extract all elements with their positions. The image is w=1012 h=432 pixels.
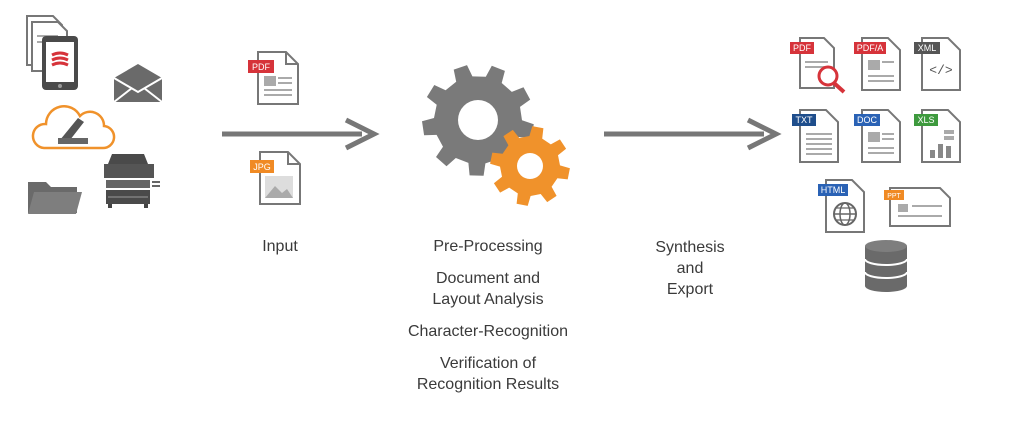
svg-text:PDF: PDF: [252, 62, 271, 72]
svg-text:XML: XML: [918, 43, 937, 53]
input-file-pdf: PDF: [248, 50, 304, 108]
output-file-html: HTML: [818, 178, 874, 234]
step-document-layout-1: Document and: [435, 270, 541, 287]
ppt-file-icon: PPT: [884, 187, 951, 227]
step-document-layout-2: Layout Analysis: [432, 291, 544, 308]
flow-arrow-export: [604, 116, 784, 152]
database-icon: [864, 240, 910, 292]
svg-text:PDF: PDF: [793, 43, 812, 53]
export-line-1: Synthesis: [655, 239, 725, 256]
step-verification-2: Recognition Results: [416, 376, 560, 393]
source-icons: [0, 0, 190, 230]
html-file-icon: HTML: [818, 179, 865, 233]
input-file-jpg: JPG: [250, 150, 306, 208]
svg-text:PDF/A: PDF/A: [857, 43, 884, 53]
export-line-2: and: [676, 260, 704, 277]
gear-small-icon: [490, 126, 570, 206]
step-character-recognition: Character-Recognition: [407, 323, 569, 340]
step-verification-1: Verification of: [439, 355, 537, 372]
magnifier-icon: [817, 65, 839, 87]
pdf-file-icon: PDF: [248, 51, 299, 105]
pdfa-file-icon: PDF/A: [854, 37, 901, 91]
xls-file-icon: XLS: [914, 109, 961, 163]
output-file-xml: </> XML: [914, 36, 970, 92]
step-pre-processing: Pre-Processing: [433, 238, 543, 255]
output-file-txt: TXT: [792, 108, 848, 164]
output-file-doc: DOC: [854, 108, 910, 164]
svg-text:PPT: PPT: [887, 193, 901, 200]
svg-text:HTML: HTML: [821, 185, 846, 195]
jpg-file-icon: JPG: [250, 151, 301, 205]
processing-steps: Pre-Processing Document and Layout Analy…: [380, 236, 596, 395]
output-file-xls: XLS: [914, 108, 970, 164]
xml-file-icon: </> XML: [914, 37, 961, 91]
doc-file-icon: DOC: [854, 109, 901, 163]
pdf-search-icon: PDF: [790, 37, 846, 94]
svg-text:</>: </>: [929, 63, 953, 78]
stage-label-input: Input: [262, 238, 298, 255]
folder-icon: [26, 176, 84, 216]
svg-text:JPG: JPG: [253, 162, 271, 172]
gear-large-icon: [422, 65, 534, 176]
documents-tablet-icon: [26, 15, 78, 90]
cloud-scanner-icon: [30, 100, 116, 156]
stage-label-export: Synthesis and Export: [630, 237, 750, 300]
txt-file-icon: TXT: [792, 109, 839, 163]
svg-text:XLS: XLS: [917, 115, 934, 125]
export-line-3: Export: [666, 281, 714, 298]
svg-text:TXT: TXT: [796, 115, 814, 125]
output-file-pdfa: PDF/A: [854, 36, 910, 92]
output-file-ppt: PPT: [884, 184, 954, 230]
svg-text:DOC: DOC: [857, 115, 878, 125]
flow-arrow-input: [222, 116, 382, 152]
output-file-pdf: PDF: [790, 36, 850, 94]
copier-icon: [98, 152, 162, 210]
envelope-icon: [112, 62, 164, 104]
gears-icon: [418, 62, 578, 212]
